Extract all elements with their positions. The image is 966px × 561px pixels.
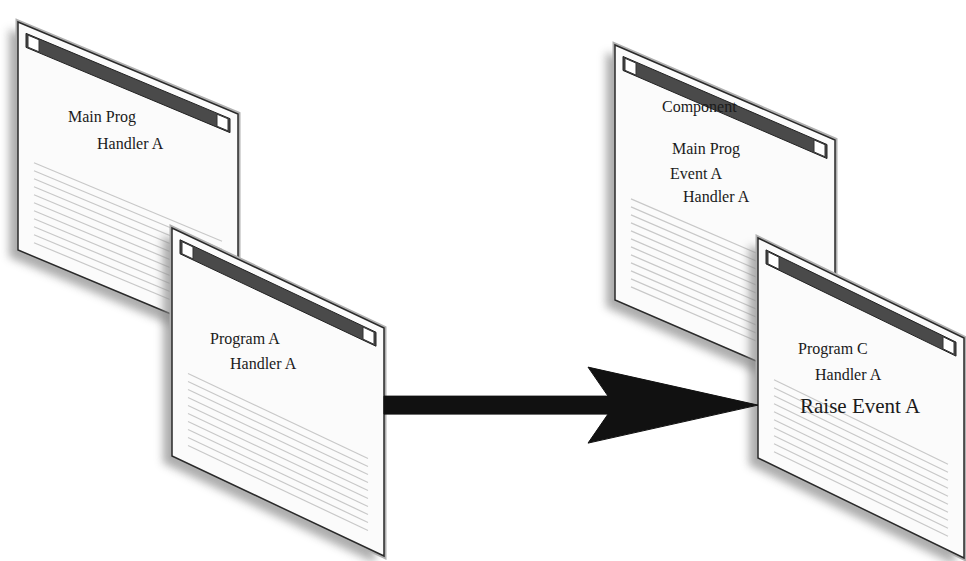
window-button	[182, 242, 193, 259]
text-line	[188, 430, 368, 515]
window-button	[363, 327, 374, 344]
text-line	[188, 446, 368, 531]
window-text: Main Prog	[672, 141, 740, 157]
text-line	[188, 414, 368, 499]
window-text: Raise Event A	[800, 396, 920, 417]
text-line	[34, 163, 222, 242]
text-line	[774, 444, 948, 528]
window-border	[758, 238, 964, 558]
window-button	[625, 58, 636, 75]
window-body	[758, 238, 964, 558]
text-line	[774, 380, 948, 464]
window-text: Event A	[670, 166, 722, 182]
text-line	[774, 436, 948, 520]
block-arrow	[384, 367, 758, 443]
title-bar	[180, 240, 376, 346]
text-line	[188, 390, 368, 475]
text-line	[188, 374, 368, 459]
window-text: Program A	[210, 331, 280, 347]
title-bar	[623, 56, 827, 158]
text-line	[188, 398, 368, 483]
title-bar	[766, 250, 956, 356]
text-line	[188, 422, 368, 507]
text-line	[774, 452, 948, 536]
window-button	[28, 35, 39, 52]
window-text: Component	[662, 99, 737, 115]
window-border	[172, 228, 384, 556]
window-body	[172, 228, 384, 556]
window-text: Handler A	[97, 136, 163, 152]
window-text: Program C	[798, 341, 868, 357]
text-line	[188, 382, 368, 467]
window-button	[814, 140, 825, 157]
title-bar	[26, 33, 230, 132]
window-text: Main Prog	[68, 109, 136, 125]
text-line	[774, 388, 948, 472]
window-text: Handler A	[815, 367, 881, 383]
text-line	[774, 412, 948, 496]
window-frame: Program C Handler A Raise Event A	[758, 238, 964, 558]
text-line	[188, 438, 368, 523]
text-line	[774, 420, 948, 504]
window-text: Handler A	[230, 356, 296, 372]
text-line	[774, 396, 948, 480]
window-button	[217, 114, 228, 131]
window-button	[943, 337, 954, 354]
window-outline	[172, 228, 384, 556]
window-frame: Program A Handler A	[172, 228, 384, 556]
window-text: Handler A	[683, 189, 749, 205]
text-line	[774, 428, 948, 512]
window-button	[768, 252, 779, 269]
text-line	[188, 406, 368, 491]
